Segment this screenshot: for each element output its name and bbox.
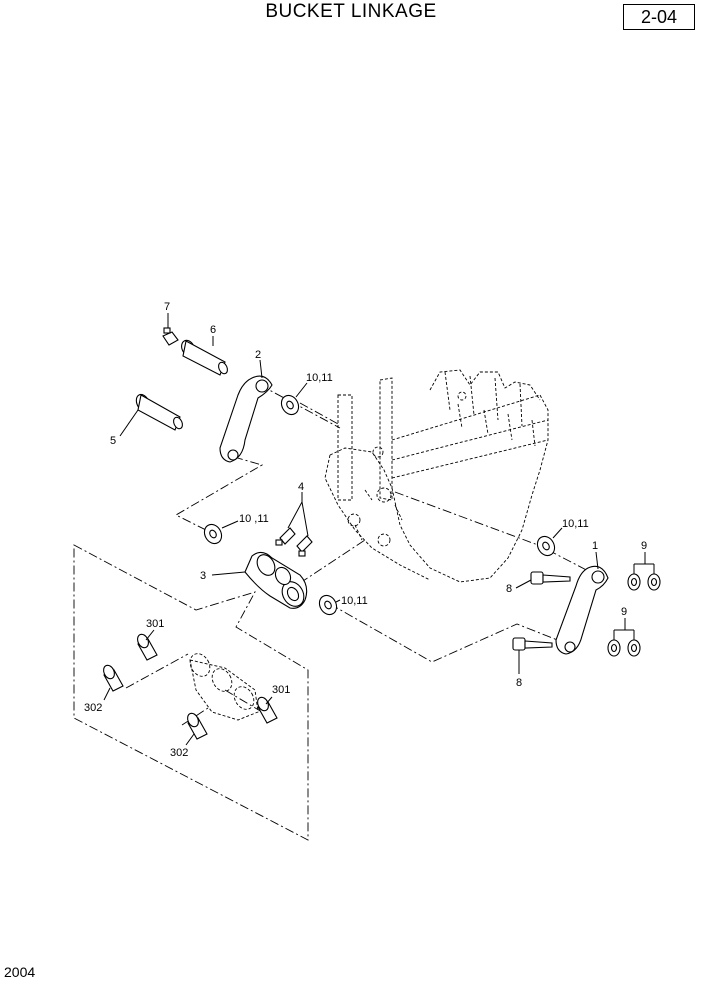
part-3-link-body [211, 551, 308, 609]
page-title: BUCKET LINKAGE [265, 1, 437, 22]
bushing-phantom-view [189, 653, 259, 721]
callout-8b: 8 [516, 677, 522, 689]
bucket-outline [324, 369, 549, 583]
callout-10-11-c: 10,11 [341, 595, 368, 607]
part-2-link [219, 359, 273, 463]
callout-8a: 8 [506, 583, 512, 595]
callout-4: 4 [298, 481, 304, 493]
part-301-bushing-b [257, 696, 278, 724]
part-4-grease-fittings [275, 492, 313, 557]
washer-10-11-b [203, 520, 239, 545]
callout-301b: 301 [272, 684, 290, 696]
part-6-pin [181, 336, 228, 376]
callout-labels: 1 2 3 4 5 6 7 8 8 9 9 10,11 10 ,11 10,11… [84, 301, 647, 759]
callout-302b: 302 [170, 747, 188, 759]
callout-10-11-b: 10 ,11 [239, 513, 269, 525]
callout-1: 1 [592, 540, 598, 552]
part-7-grease-fitting [162, 313, 179, 346]
callout-3: 3 [200, 570, 206, 582]
callout-2: 2 [255, 349, 261, 361]
callout-302a: 302 [84, 702, 102, 714]
footer-code: 2004 [4, 964, 36, 980]
callout-10-11-a: 10,11 [306, 372, 333, 384]
callout-10-11-d: 10,11 [562, 518, 589, 530]
part-5-pin [119, 393, 183, 437]
washer-10-11-a [280, 382, 308, 416]
part-8-bolt-a [515, 571, 571, 589]
callout-9a: 9 [641, 540, 647, 552]
washer-10-11-d [536, 527, 563, 557]
callout-301a: 301 [146, 618, 164, 630]
callout-9b: 9 [621, 606, 627, 618]
part-9-nuts-a [627, 552, 661, 591]
part-1-link [555, 551, 609, 655]
center-lines [73, 384, 597, 841]
part-302-bushing-a [103, 664, 124, 701]
callout-6: 6 [210, 324, 216, 336]
part-8-bolt-b [512, 637, 553, 674]
callout-7: 7 [164, 301, 170, 313]
part-9-nuts-b [607, 618, 641, 657]
part-301-bushing-a [137, 629, 158, 661]
part-302-bushing-b [185, 712, 208, 746]
page-code-box: 2-04 [623, 4, 695, 30]
washer-10-11-c [318, 594, 341, 616]
callout-5: 5 [110, 435, 116, 447]
